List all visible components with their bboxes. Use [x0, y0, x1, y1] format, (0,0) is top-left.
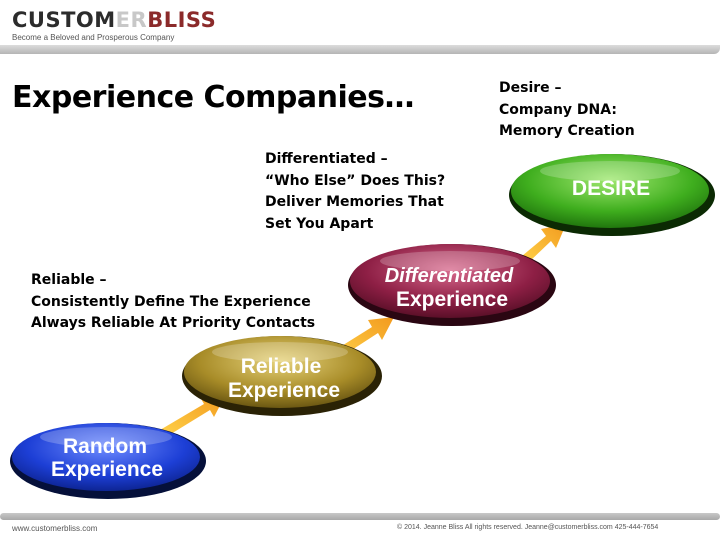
note-reliable-line-2: Consistently Define The Experience	[31, 293, 311, 310]
note-differentiated-line-1: Differentiated –	[265, 151, 388, 167]
note-differentiated-line-4: Set You Apart	[265, 215, 374, 232]
arrow-icon-1	[160, 394, 226, 437]
footer-copyright: © 2014. Jeanne Bliss All rights reserved…	[397, 524, 659, 531]
note-desire-line-1: Desire –	[499, 80, 562, 96]
note-desire-line-3: Memory Creation	[499, 123, 635, 139]
header-divider	[0, 45, 720, 54]
logo-tagline: Become a Beloved and Prosperous Company	[12, 33, 175, 42]
logo-part-2: ER	[115, 8, 148, 32]
note-desire: Desire – Company DNA: Memory Creation	[499, 78, 635, 143]
note-differentiated-line-2: “Who Else” Does This?	[265, 172, 446, 189]
note-differentiated-line-3: Deliver Memories That	[265, 194, 444, 210]
stage-desire: DESIRE	[509, 154, 715, 236]
slide-title: Experience Companies…	[12, 80, 414, 115]
stage-differentiated-label-2: Experience	[396, 288, 508, 311]
logo-part-3: BLISS	[147, 8, 217, 32]
stage-reliable-label-1: Reliable	[241, 355, 322, 378]
stage-desire-label: DESIRE	[572, 177, 650, 200]
note-reliable-line-3: Always Reliable At Priority Contacts	[31, 315, 316, 331]
note-reliable-line-1: Reliable –	[31, 272, 107, 288]
stage-random-label-2: Experience	[51, 458, 163, 481]
stage-random-label-1: Random	[63, 435, 147, 458]
footer-website: www.customerbliss.com	[12, 524, 98, 533]
note-differentiated: Differentiated – “Who Else” Does This? D…	[265, 149, 445, 235]
stage-reliable-label-2: Experience	[228, 379, 340, 402]
logo-part-1: CUSTOM	[12, 8, 116, 32]
company-logo: CUSTOMERBLISS Become a Beloved and Prosp…	[12, 8, 216, 42]
note-reliable: Reliable – Consistently Define The Exper…	[31, 270, 315, 335]
arrow-icon-3	[522, 224, 566, 263]
footer-divider	[0, 513, 720, 520]
note-desire-line-2: Company DNA:	[499, 101, 617, 118]
logo-wordmark: CUSTOMERBLISS	[12, 8, 216, 32]
stage-differentiated: Differentiated Experience	[348, 244, 556, 326]
stage-reliable: Reliable Experience	[182, 336, 382, 416]
stage-differentiated-label-1: Differentiated	[385, 265, 514, 287]
stage-random: Random Experience	[10, 423, 206, 499]
